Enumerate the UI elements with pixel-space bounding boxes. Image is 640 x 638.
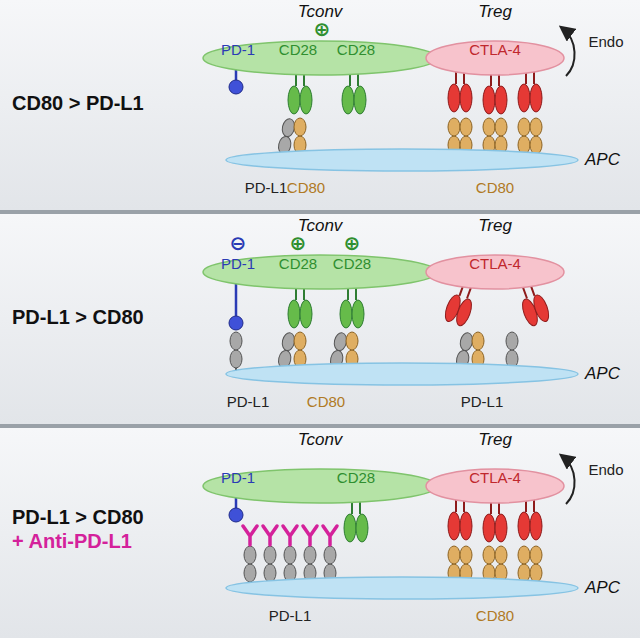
molecule-label: CD80 bbox=[476, 608, 514, 625]
molecule-label: PD-1 bbox=[221, 470, 255, 487]
cell-name: Tconv bbox=[298, 430, 343, 450]
signal-sign: ⊕ bbox=[344, 232, 361, 254]
molecule-label: CD28 bbox=[333, 256, 371, 273]
scenario-panel: PD-L1 > CD80TconvTregAPC bbox=[0, 214, 640, 424]
apc-membrane: APC bbox=[225, 576, 579, 600]
signal-sign: ⊕ bbox=[314, 18, 331, 40]
condition-label: PD-L1 > CD80 bbox=[12, 506, 144, 529]
molecule-label: Endo bbox=[588, 34, 623, 51]
apc-membrane: APC bbox=[225, 362, 579, 386]
cell-name: Treg bbox=[478, 216, 512, 236]
molecule-label: CD28 bbox=[279, 256, 317, 273]
molecule-label: PD-L1 bbox=[245, 180, 288, 197]
membrane-shape bbox=[225, 576, 579, 600]
condition-label: CD80 > PD-L1 bbox=[12, 92, 144, 115]
apc-membrane: APC bbox=[225, 148, 579, 172]
cell-name: Treg bbox=[478, 430, 512, 450]
molecule-label: PD-L1 bbox=[269, 608, 312, 625]
treatment-label: + Anti-PD-L1 bbox=[12, 530, 132, 553]
molecule-label: CD28 bbox=[279, 42, 317, 59]
cell-name: APC bbox=[585, 150, 620, 170]
molecule-label: PD-L1 bbox=[461, 394, 504, 411]
condition-label: PD-L1 > CD80 bbox=[12, 306, 144, 329]
molecule-label: PD-L1 bbox=[227, 394, 270, 411]
membrane-shape bbox=[225, 148, 579, 172]
signal-sign: ⊖ bbox=[230, 232, 247, 254]
cell-name: APC bbox=[585, 364, 620, 384]
molecule-label: CD80 bbox=[307, 394, 345, 411]
molecule-label: CD80 bbox=[287, 180, 325, 197]
molecule-label: CTLA-4 bbox=[469, 42, 521, 59]
signal-sign: ⊕ bbox=[290, 232, 307, 254]
cell-name: Treg bbox=[478, 2, 512, 22]
molecule-label: PD-1 bbox=[221, 256, 255, 273]
scenario-panel: PD-L1 > CD80+ Anti-PD-L1 Tconv TregAPC bbox=[0, 428, 640, 638]
molecule-label: CD28 bbox=[337, 470, 375, 487]
molecule-label: CD80 bbox=[476, 180, 514, 197]
molecule-label: CTLA-4 bbox=[469, 256, 521, 273]
molecule-label: Endo bbox=[588, 462, 623, 479]
molecule-label: PD-1 bbox=[221, 42, 255, 59]
molecule-label: CTLA-4 bbox=[469, 470, 521, 487]
molecule-label: CD28 bbox=[337, 42, 375, 59]
cell-name: APC bbox=[585, 578, 620, 598]
membrane-shape bbox=[225, 362, 579, 386]
